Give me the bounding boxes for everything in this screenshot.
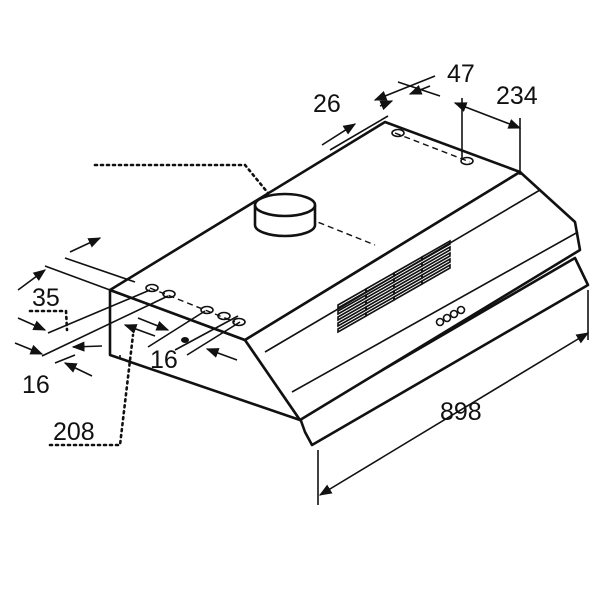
dim-16-mid: 16 (150, 346, 178, 374)
dim-16-left: 16 (22, 371, 50, 399)
dim-208: 208 (53, 418, 95, 446)
vent-slot (421, 263, 451, 286)
dimension-lines (14, 75, 590, 505)
vent-slot (421, 245, 451, 268)
control-buttons (435, 305, 466, 327)
dim-234: 234 (496, 82, 538, 110)
dim-898: 898 (440, 398, 482, 426)
dim-26: 26 (313, 90, 341, 118)
vent-slot (421, 251, 451, 274)
vent-slot (421, 239, 451, 262)
mounting-holes (145, 128, 474, 343)
hood-body (108, 120, 590, 447)
dim-35: 35 (32, 284, 60, 312)
dim-47: 47 (447, 60, 475, 88)
dimension-labels: 26 47 234 35 16 16 208 898 (22, 60, 538, 446)
vent-slot (421, 257, 451, 280)
vent-grilles (337, 239, 451, 334)
duct-outlet (253, 192, 317, 238)
